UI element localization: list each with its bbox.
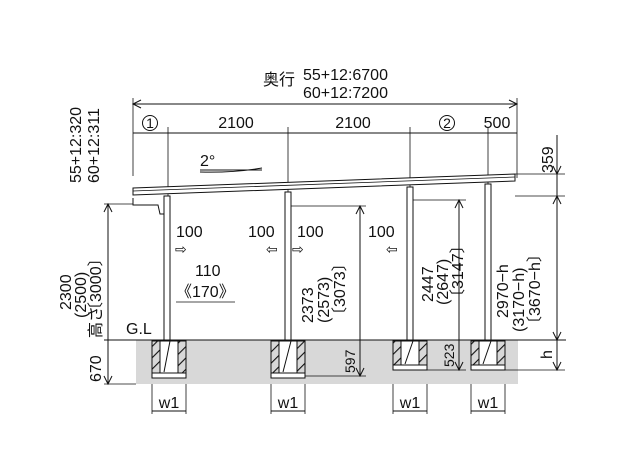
svg-text:1: 1 [146, 115, 154, 131]
svg-text:60+12:311: 60+12:311 [86, 108, 103, 183]
svg-text:⇦: ⇦ [266, 241, 278, 257]
svg-text:(2647): (2647) [435, 259, 452, 305]
svg-text:w1: w1 [277, 395, 299, 412]
span-2: 2100 [335, 115, 371, 132]
depth-dimension: 奥行 55+12:6700 60+12:7200 [131, 67, 519, 178]
post-2 [284, 191, 292, 341]
svg-text:100: 100 [176, 224, 203, 241]
post-4 [484, 183, 492, 341]
post-1 [163, 195, 171, 341]
svg-text:100: 100 [297, 224, 324, 241]
footing-1 [151, 340, 187, 379]
footing-4 [470, 340, 506, 371]
svg-text:523: 523 [441, 343, 457, 367]
svg-text:h: h [539, 350, 556, 359]
svg-text:(2573): (2573) [316, 277, 333, 323]
footing-3 [392, 340, 428, 371]
span-1: 2100 [218, 115, 254, 132]
right-roof-height: 359 [515, 135, 565, 205]
span-3: 500 [484, 115, 511, 132]
svg-text:597: 597 [342, 349, 358, 373]
ground-band [136, 340, 518, 384]
post-marker-1 [142, 115, 158, 131]
dimension-523: 523 [427, 340, 466, 372]
svg-text:2373: 2373 [300, 287, 317, 323]
svg-text:⇦: ⇦ [386, 241, 398, 257]
post3-height-dimension: 2447 (2647) 〔3147〕 [413, 198, 467, 340]
svg-text:⇨: ⇨ [292, 241, 304, 257]
svg-text:w1: w1 [158, 395, 180, 412]
post-marker-2 [439, 115, 455, 131]
svg-text:2: 2 [443, 115, 451, 131]
svg-text:w1: w1 [399, 395, 421, 412]
gutter [132, 198, 165, 215]
svg-text:670: 670 [88, 355, 105, 382]
gl-label: G.L [126, 321, 152, 338]
foundation-depth-dimension: 670 [88, 340, 136, 386]
ground-line: G.L [104, 321, 566, 341]
svg-text:2300: 2300 [58, 274, 75, 310]
svg-text:(2500): (2500) [73, 272, 90, 318]
slope-indicator: 2° [199, 153, 263, 173]
depth-value-2: 60+12:7200 [303, 85, 388, 102]
depth-value-1: 55+12:6700 [303, 67, 388, 84]
svg-text:55+12:320: 55+12:320 [68, 107, 85, 183]
total-height-dimension: 2300 (2500) 〔3000〕 高さ [58, 202, 133, 340]
dimension-h: h [505, 340, 565, 372]
svg-text:〔3000〕: 〔3000〕 [87, 250, 105, 318]
offset-labels: 100 ⇨ 100 ⇦ 100 ⇨ 100 ⇦ [175, 224, 398, 257]
depth-label: 奥行 [263, 71, 295, 89]
svg-text:高さ: 高さ [87, 306, 105, 338]
eave-dimension: 110 《170》 [176, 263, 235, 303]
svg-text:359: 359 [540, 146, 557, 173]
svg-text:110: 110 [195, 263, 221, 280]
svg-text:w1: w1 [477, 395, 499, 412]
footing-2 [270, 340, 306, 379]
svg-text:2°: 2° [200, 153, 215, 170]
svg-text:〔3147〕: 〔3147〕 [449, 237, 467, 305]
post-3 [406, 186, 414, 341]
span-dimension: 1 2 2100 2100 500 [133, 115, 517, 196]
svg-text:⇨: ⇨ [175, 241, 187, 257]
roof [132, 173, 516, 196]
dimension-597: 597 [305, 340, 366, 378]
left-roof-height: 55+12:320 60+12:311 [68, 107, 103, 183]
svg-text:100: 100 [368, 224, 395, 241]
svg-text:《170》: 《170》 [176, 284, 235, 301]
footing-width-labels: w1 w1 w1 w1 [151, 384, 506, 414]
svg-text:2447: 2447 [420, 266, 437, 302]
post4-height-dimension: 2970−h (3170−h) 〔3670−h〕 [495, 196, 562, 342]
svg-text:100: 100 [248, 224, 275, 241]
post2-height-dimension: 2373 (2573) 〔3073〕 [291, 204, 366, 340]
svg-text:(3170−h): (3170−h) [511, 268, 528, 333]
svg-text:〔3670−h〕: 〔3670−h〕 [526, 246, 544, 332]
svg-text:〔3073〕: 〔3073〕 [331, 255, 349, 323]
svg-text:2970−h: 2970−h [495, 264, 512, 318]
